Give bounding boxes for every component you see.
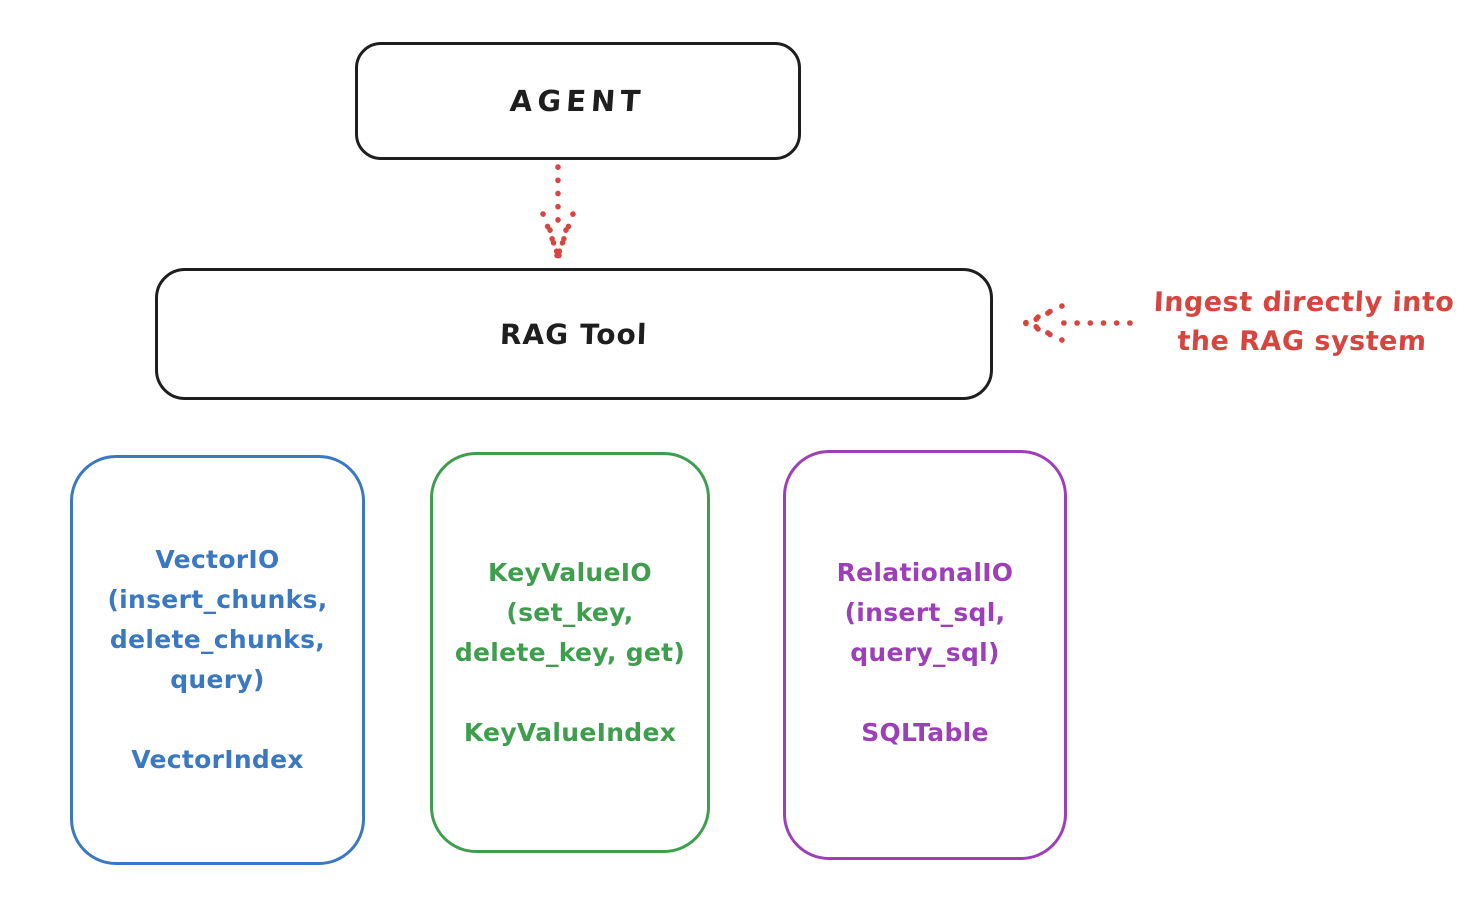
agent-box: AGENT (355, 42, 801, 160)
card-line: (set_key, (506, 598, 634, 627)
card-line: KeyValueIO (488, 558, 652, 587)
card-line: delete_chunks, (109, 625, 326, 654)
rag-tool-box: RAG Tool (155, 268, 993, 400)
card-line: query_sql) (850, 638, 1000, 667)
ingest-annotation-line2: the RAG system (1176, 326, 1428, 357)
agent-label: AGENT (509, 84, 647, 118)
relational-io-index-label: SQLTable (861, 718, 989, 747)
relational-io-card: RelationalIO (insert_sql, query_sql) SQL… (783, 450, 1067, 860)
ingest-annotation: Ingest directly into the RAG system (1126, 283, 1480, 361)
relational-io-signature: RelationalIO (insert_sql, query_sql) (786, 553, 1064, 673)
key-value-io-card: KeyValueIO (set_key, delete_key, get) Ke… (430, 452, 710, 853)
vector-io-card: VectorIO (insert_chunks, delete_chunks, … (70, 455, 365, 865)
ingest-arrow-icon (1022, 303, 1133, 343)
vector-io-index-label: VectorIndex (131, 745, 304, 774)
card-line: query) (170, 665, 265, 694)
agent-to-ragtool-arrow-icon (540, 164, 576, 262)
vector-io-signature: VectorIO (insert_chunks, delete_chunks, … (73, 540, 362, 700)
card-line: VectorIO (155, 545, 280, 574)
rag-tool-label: RAG Tool (499, 317, 649, 351)
card-line: (insert_chunks, (107, 585, 328, 614)
card-line: (insert_sql, (844, 598, 1006, 627)
card-line: delete_key, get) (454, 638, 686, 667)
ingest-annotation-line1: Ingest directly into (1152, 287, 1456, 318)
key-value-io-signature: KeyValueIO (set_key, delete_key, get) (433, 553, 707, 673)
key-value-io-index-label: KeyValueIndex (463, 718, 677, 747)
card-line: RelationalIO (836, 558, 1014, 587)
